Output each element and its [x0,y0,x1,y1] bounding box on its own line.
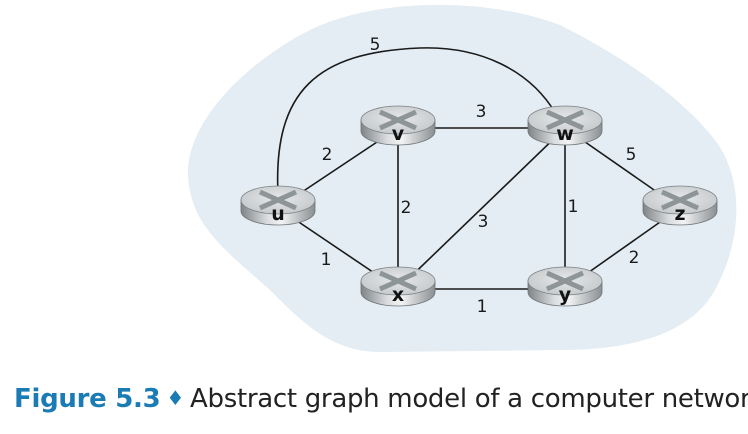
edge-weight-u-w: 5 [370,35,381,55]
router-node-y: y [527,266,603,307]
node-label-x: x [392,284,404,306]
router-cross-arrows-icon [258,189,298,211]
edge-weight-w-z: 5 [626,145,637,165]
figure-caption: Figure 5.3♦Abstract graph model of a com… [14,384,748,414]
router-node-u: u [240,185,316,226]
router-cross-arrows-icon [378,109,418,131]
figure-number: Figure 5.3 [14,384,161,414]
edge-weight-v-x: 2 [401,198,412,218]
edge-w-x [397,127,566,290]
router-node-z: z [642,185,718,226]
router-cross-arrows-icon [545,270,585,292]
edge-weights-layer: 5 2 1 3 2 3 1 5 1 2 [321,35,640,317]
edge-weight-w-x: 3 [478,212,489,232]
caption-text: Abstract graph model of a computer netwo… [190,384,748,414]
node-label-y: y [559,284,572,306]
router-cross-arrows-icon [660,189,700,211]
node-label-u: u [271,203,285,225]
router-cross-arrows-icon [378,270,418,292]
network-graph-diagram: 5 2 1 3 2 3 1 5 1 2 u v w x y z [187,4,737,353]
router-node-w: w [527,105,603,146]
edge-weight-y-z: 2 [629,248,640,268]
node-label-w: w [556,123,574,145]
router-node-v: v [360,105,436,146]
network-cloud-background [187,4,737,353]
node-label-v: v [392,123,405,145]
router-cross-arrows-icon [545,109,585,131]
caption-separator-icon: ♦ [166,386,185,410]
edge-weight-w-y: 1 [568,197,579,217]
edge-weight-x-y: 1 [477,297,488,317]
edge-u-w [276,47,557,195]
edge-weight-u-v: 2 [322,145,333,165]
node-label-z: z [674,203,685,225]
edge-weight-u-x: 1 [321,250,332,270]
edge-weight-v-w: 3 [476,102,487,122]
router-node-x: x [360,266,436,307]
nodes-layer: u v w x y z [240,105,718,307]
